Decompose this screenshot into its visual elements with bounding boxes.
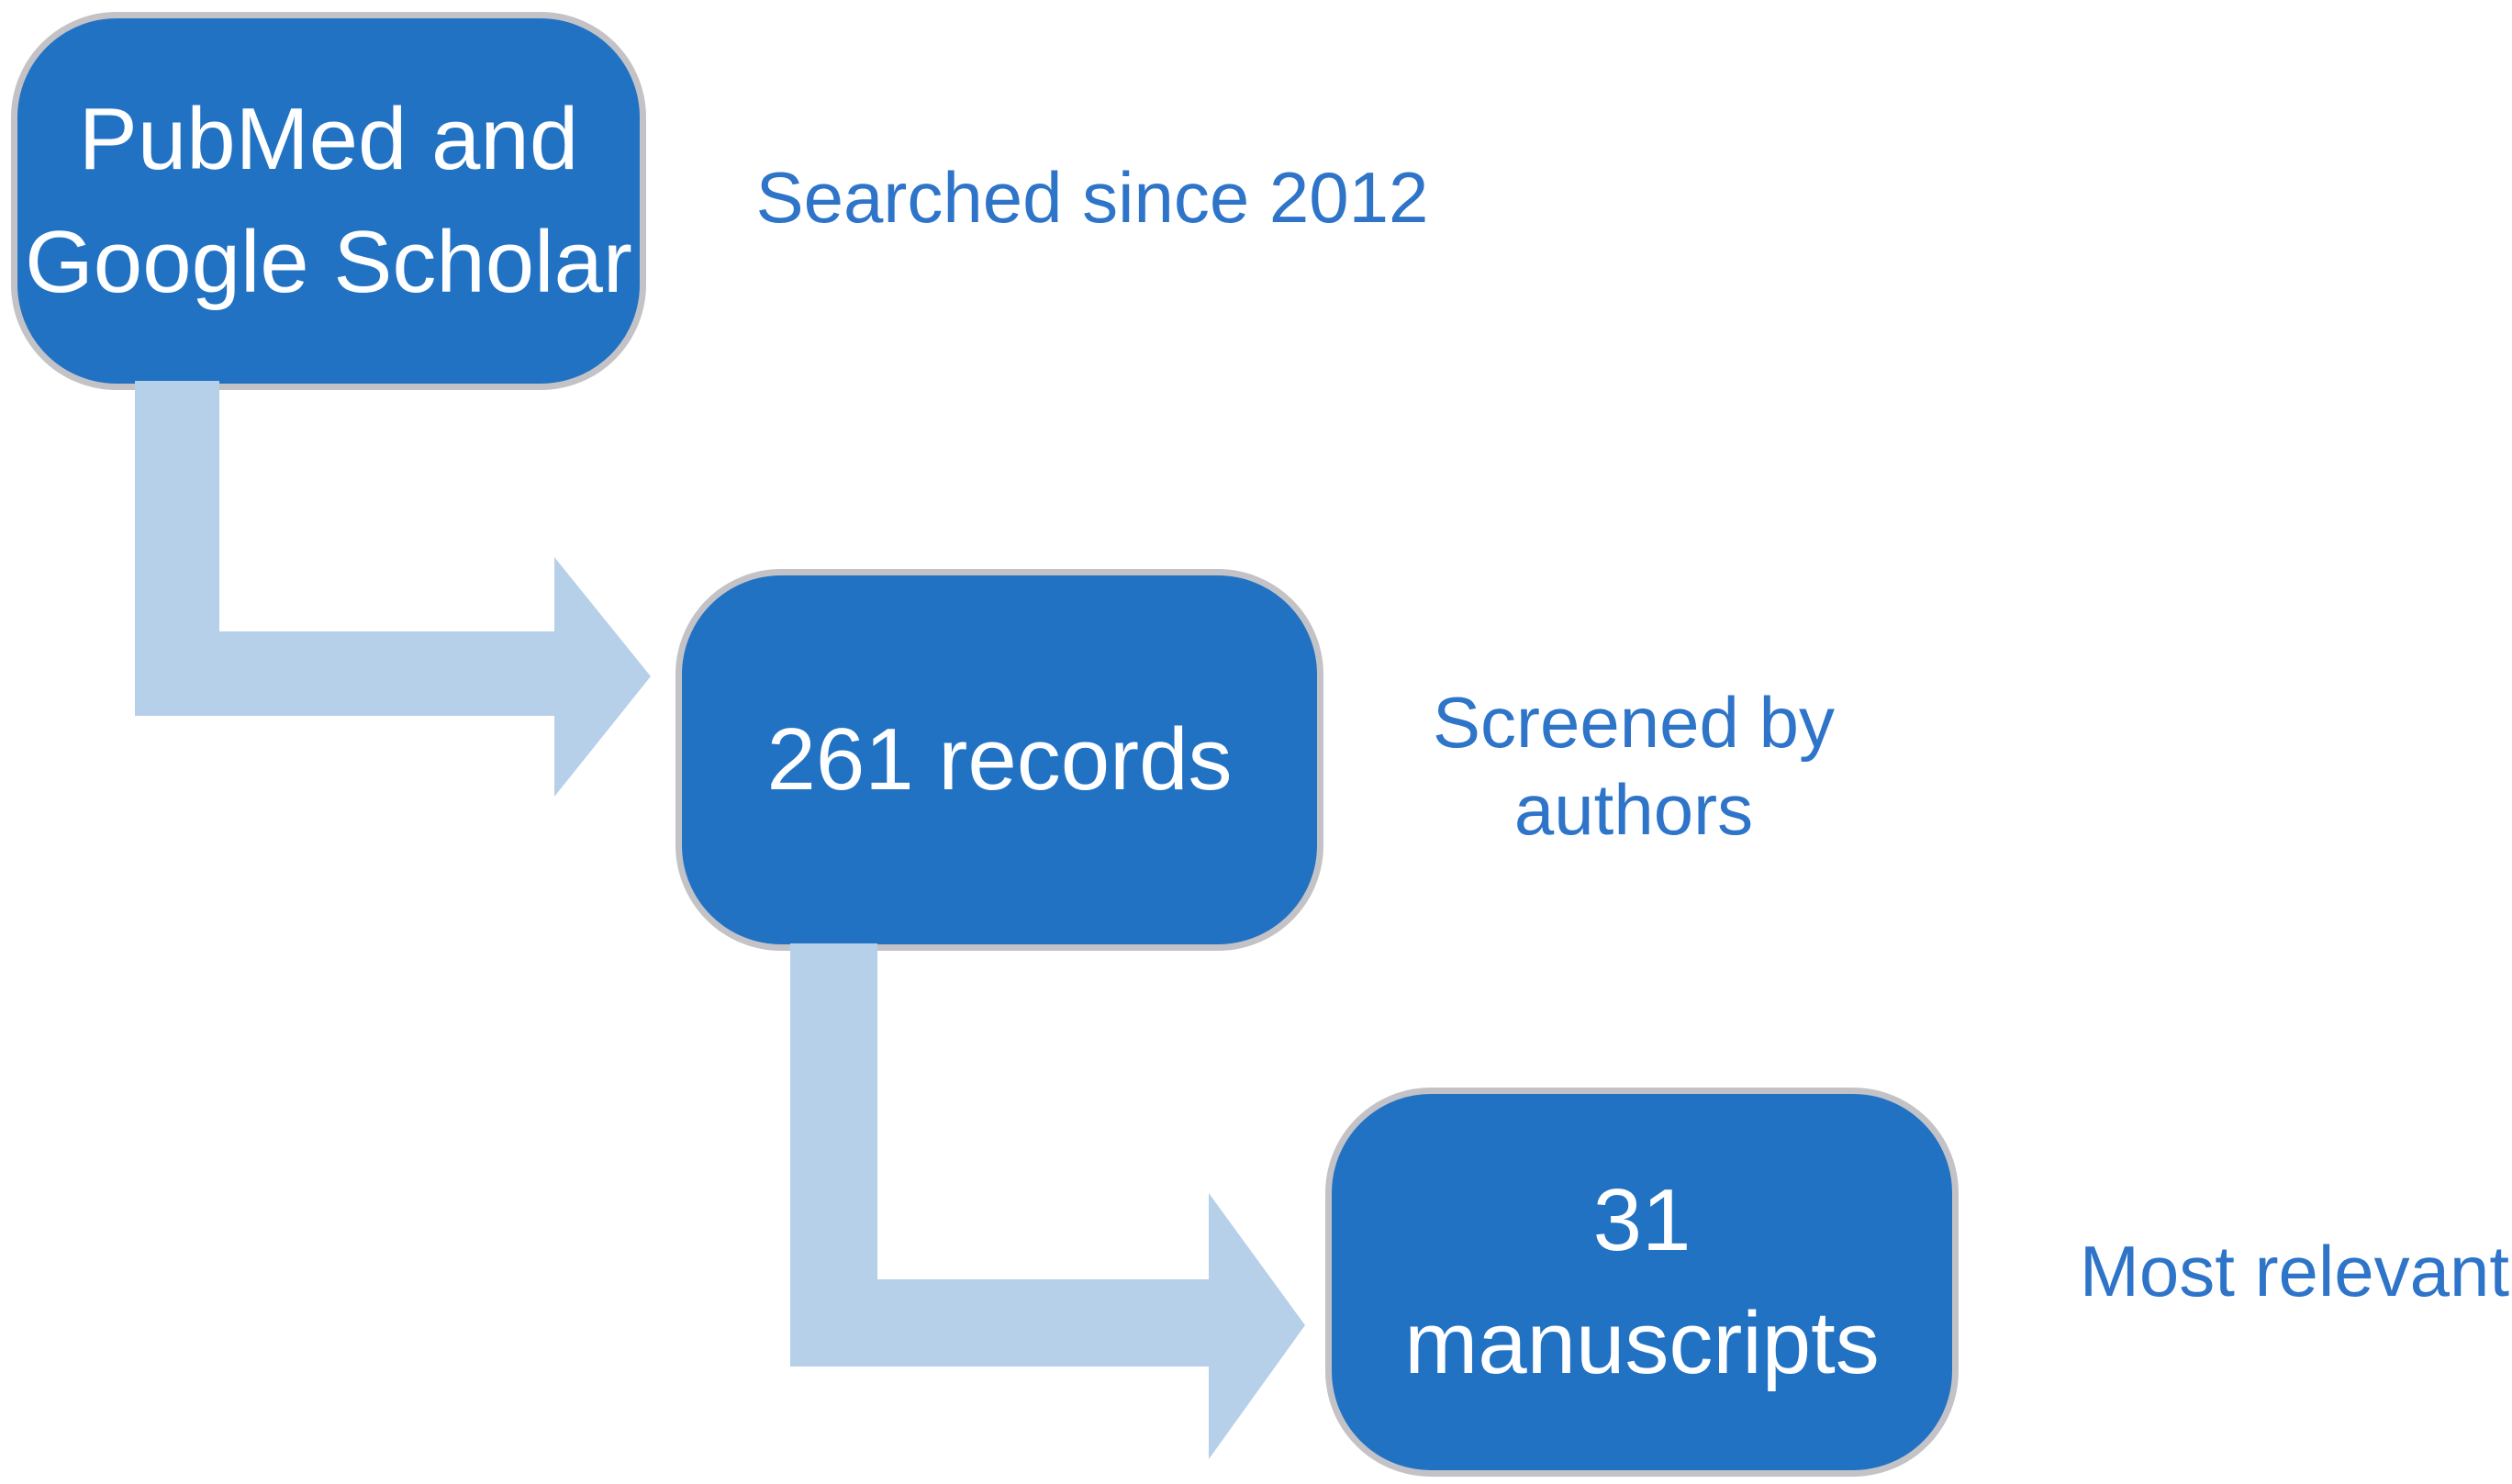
caption-search-period: Searched since 2012 — [743, 154, 1441, 241]
caption-line: authors — [1513, 769, 1754, 850]
node-261-records: 261 records — [675, 569, 1323, 951]
caption-screened-by-authors: Screened by authors — [1377, 679, 1891, 854]
arrow-records-to-manuscripts-icon — [790, 943, 1305, 1459]
caption-most-relevant: Most relevant — [2065, 1228, 2512, 1315]
node-label-line: Google Scholar — [25, 213, 632, 311]
caption-line: Searched since 2012 — [755, 157, 1429, 238]
node-label-line: PubMed and — [78, 90, 579, 188]
node-label-line: manuscripts — [1404, 1294, 1880, 1392]
caption-line: Screened by — [1433, 682, 1835, 763]
node-31-manuscripts: 31 manuscripts — [1325, 1088, 1959, 1477]
arrow-sources-to-records-icon — [135, 381, 651, 797]
node-pubmed-google-scholar: PubMed and Google Scholar — [11, 12, 646, 390]
caption-line: Most relevant — [2079, 1231, 2510, 1311]
node-label-line: 31 — [1592, 1171, 1691, 1269]
node-label-line: 261 records — [766, 710, 1233, 809]
